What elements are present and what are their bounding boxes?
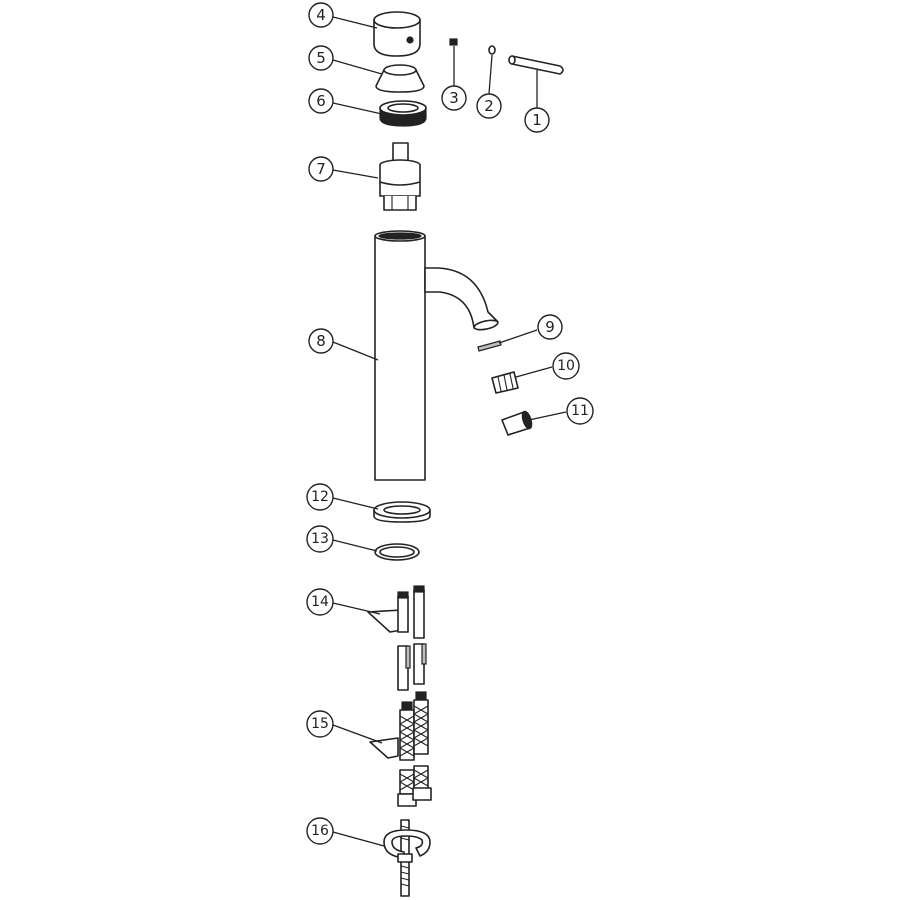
callout-12: 12	[306, 483, 334, 511]
callout-6-label: 6	[316, 92, 326, 110]
callout-8-label: 8	[316, 332, 326, 350]
callout-13: 13	[306, 525, 334, 553]
callout-4-label: 4	[316, 6, 326, 24]
callout-13-label: 13	[311, 531, 329, 547]
part-1-lever-handle	[508, 55, 564, 75]
callout-7-label: 7	[316, 160, 326, 178]
callout-14: 14	[306, 588, 334, 616]
part-14-fixing-studs	[367, 585, 427, 691]
part-6-nut-ring	[379, 100, 427, 127]
callout-11: 11	[566, 397, 594, 425]
part-15-flexible-hoses	[369, 691, 432, 807]
callout-8: 8	[308, 328, 334, 354]
callout-14-label: 14	[311, 594, 329, 610]
callout-11-label: 11	[571, 403, 589, 419]
part-13-o-ring	[374, 543, 420, 561]
callout-5: 5	[308, 45, 334, 71]
part-2-small-o-ring	[488, 45, 496, 55]
callout-1-label: 1	[532, 111, 542, 129]
callout-9-label: 9	[545, 318, 555, 336]
callout-2-label: 2	[484, 97, 494, 115]
part-11-aerator-housing	[501, 410, 533, 436]
part-5-shroud	[375, 64, 425, 93]
callout-4: 4	[308, 2, 334, 28]
part-12-base-plate	[373, 501, 431, 523]
callout-15-label: 15	[311, 716, 329, 732]
callout-9: 9	[537, 314, 563, 340]
callout-16-label: 16	[311, 823, 329, 839]
callout-5-label: 5	[316, 49, 326, 67]
callout-6: 6	[308, 88, 334, 114]
callout-16: 16	[306, 817, 334, 845]
callout-12-label: 12	[311, 489, 329, 505]
part-10-aerator-insert	[491, 371, 519, 394]
callout-3-label: 3	[449, 89, 459, 107]
leader-lines	[332, 16, 567, 847]
callout-7: 7	[308, 156, 334, 182]
part-4-lever-cap	[373, 11, 421, 57]
part-8-tap-body	[374, 230, 499, 481]
part-9-screw	[477, 340, 502, 352]
part-16-back-nut	[383, 819, 431, 897]
part-3-grub-screw	[449, 38, 458, 46]
callout-2: 2	[476, 93, 502, 119]
callout-3: 3	[441, 85, 467, 111]
callout-1: 1	[524, 107, 550, 133]
callout-15: 15	[306, 710, 334, 738]
part-7-cartridge	[379, 142, 421, 211]
callout-10: 10	[552, 352, 580, 380]
callout-10-label: 10	[557, 358, 575, 374]
